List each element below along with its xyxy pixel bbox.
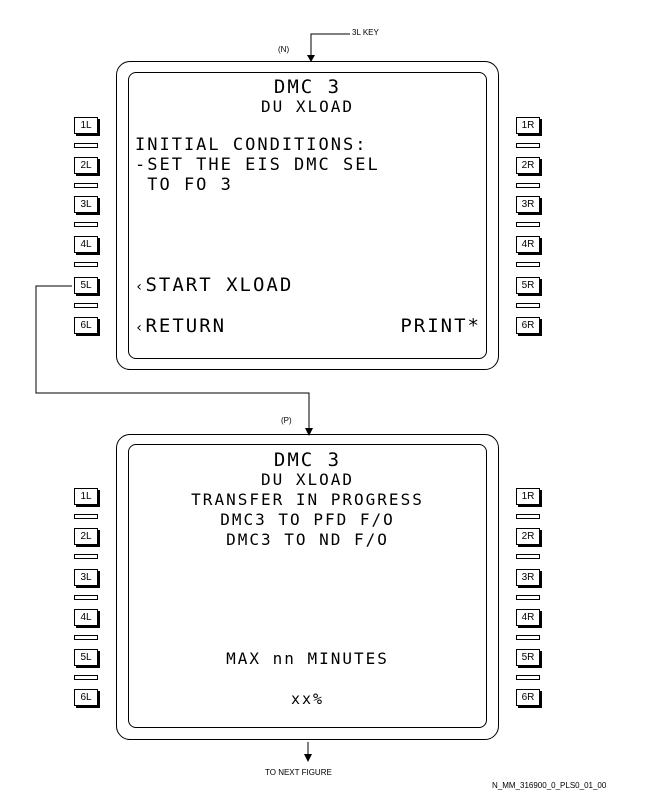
lsk-3l-button[interactable]: 3L xyxy=(74,196,98,213)
lsk-6r-button[interactable]: 6R xyxy=(516,317,540,334)
key-spacer xyxy=(516,262,540,267)
lsk-3r-button[interactable]: 3R xyxy=(516,196,540,213)
screen-display-1 xyxy=(128,72,487,359)
lsk-5r-button[interactable]: 5R xyxy=(516,277,540,294)
key-spacer xyxy=(516,303,540,308)
lsk-2r-button[interactable]: 2R xyxy=(516,157,540,174)
key-spacer xyxy=(516,554,540,559)
key-callout-label: 3L KEY xyxy=(352,28,379,37)
screen-1-text: DMC 3 DU XLOAD INITIAL CONDITIONS: -SET … xyxy=(128,72,487,359)
instruction-text: -SET THE EIS DMC SEL xyxy=(135,155,380,175)
lsk-2l-button[interactable]: 2L xyxy=(74,157,98,174)
lsk-4r-button[interactable]: 4R xyxy=(516,236,540,253)
key-spacer xyxy=(74,554,98,559)
lsk-5l-button[interactable]: 5L xyxy=(74,277,98,294)
lsk-3r-button[interactable]: 3R xyxy=(516,569,540,586)
instruction-text-cont: TO FO 3 xyxy=(135,175,233,195)
page-title: DMC 3 xyxy=(273,449,342,471)
key-spacer xyxy=(74,262,98,267)
start-xload-option[interactable]: ‹START XLOAD xyxy=(135,275,293,297)
lsk-3l-button[interactable]: 3L xyxy=(74,569,98,586)
return-label: RETURN xyxy=(145,315,227,337)
screen-n-label: (N) xyxy=(278,45,290,54)
key-spacer xyxy=(516,514,540,519)
print-option[interactable]: PRINT* xyxy=(400,315,481,337)
key-spacer xyxy=(74,635,98,640)
initial-conditions-text: INITIAL CONDITIONS: xyxy=(135,135,368,155)
lsk-5r-button[interactable]: 5R xyxy=(516,649,540,666)
lsk-6l-button[interactable]: 6L xyxy=(74,689,98,706)
lsk-2l-button[interactable]: 2L xyxy=(74,528,98,545)
lsk-5l-button[interactable]: 5L xyxy=(74,649,98,666)
lsk-6r-button[interactable]: 6R xyxy=(516,689,540,706)
start-xload-label: START XLOAD xyxy=(145,274,294,296)
screen-p-label: (P) xyxy=(281,416,292,425)
lsk-1l-button[interactable]: 1L xyxy=(74,117,98,134)
key-spacer xyxy=(516,183,540,188)
arrow-left-icon: ‹ xyxy=(135,279,146,295)
key-spacer xyxy=(74,183,98,188)
pfd-transfer-text: DMC3 TO PFD F/O xyxy=(220,510,395,529)
figure-id: N_MM_316900_0_PLS0_01_00 xyxy=(492,781,607,790)
key-spacer xyxy=(74,514,98,519)
key-spacer xyxy=(516,595,540,600)
page-title: DMC 3 xyxy=(273,76,342,98)
screen-bezel-1 xyxy=(116,61,499,370)
key-spacer xyxy=(516,222,540,227)
arrow-left-icon: ‹ xyxy=(135,320,146,336)
key-spacer xyxy=(516,143,540,148)
lsk-2r-button[interactable]: 2R xyxy=(516,528,540,545)
lsk-4l-button[interactable]: 4L xyxy=(74,609,98,626)
nd-transfer-text: DMC3 TO ND F/O xyxy=(226,530,389,549)
key-spacer xyxy=(516,675,540,680)
lsk-6l-button[interactable]: 6L xyxy=(74,317,98,334)
page-subtitle: DU XLOAD xyxy=(260,97,355,116)
key-spacer xyxy=(74,303,98,308)
max-minutes-text: MAX nn MINUTES xyxy=(226,649,389,668)
to-next-figure-label: TO NEXT FIGURE xyxy=(265,768,332,777)
key-spacer xyxy=(516,635,540,640)
key-spacer xyxy=(74,675,98,680)
screen-display-2 xyxy=(128,444,487,728)
key-spacer xyxy=(74,595,98,600)
lsk-1l-button[interactable]: 1L xyxy=(74,488,98,505)
key-spacer xyxy=(74,222,98,227)
screen-bezel-2 xyxy=(116,434,499,740)
progress-percent: xx% xyxy=(290,690,325,708)
lsk-4l-button[interactable]: 4L xyxy=(74,236,98,253)
transfer-status-text: TRANSFER IN PROGRESS xyxy=(191,490,424,509)
lsk-1r-button[interactable]: 1R xyxy=(516,488,540,505)
screen-2-text: DMC 3 DU XLOAD TRANSFER IN PROGRESS DMC3… xyxy=(128,444,487,728)
lsk-1r-button[interactable]: 1R xyxy=(516,117,540,134)
return-option[interactable]: ‹RETURN xyxy=(135,316,226,338)
page-subtitle: DU XLOAD xyxy=(260,470,355,489)
lsk-4r-button[interactable]: 4R xyxy=(516,609,540,626)
key-spacer xyxy=(74,143,98,148)
